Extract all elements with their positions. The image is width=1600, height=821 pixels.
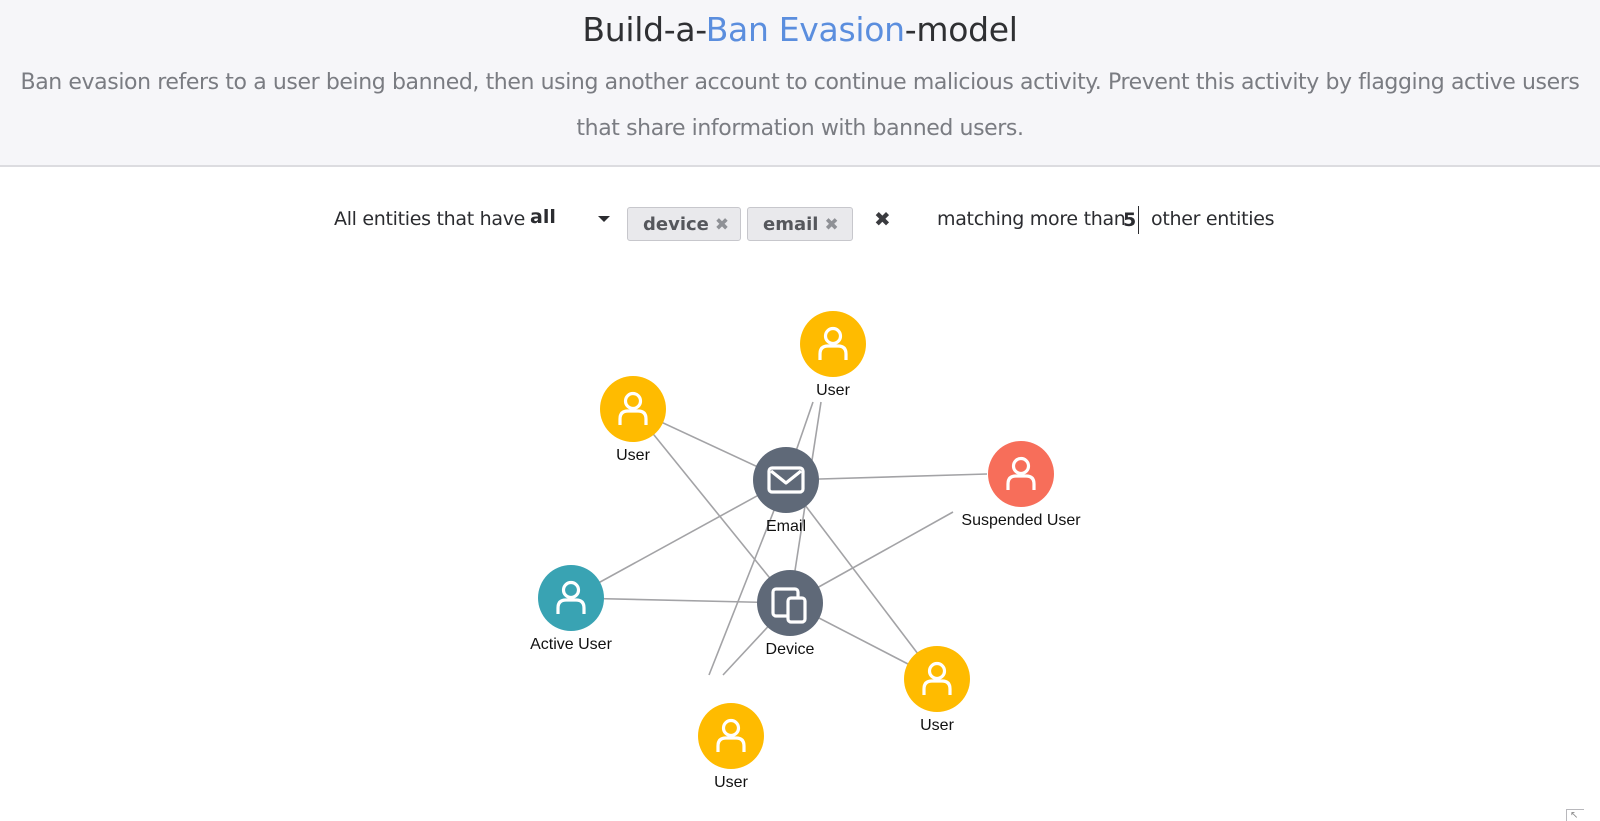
edge-device-user_left bbox=[632, 408, 791, 604]
user-icon bbox=[1006, 456, 1036, 490]
chevron-down-icon bbox=[598, 216, 610, 222]
node-suspended[interactable]: Suspended User bbox=[961, 441, 1081, 529]
match-mode-select[interactable]: all bbox=[530, 206, 614, 234]
edge-device-active bbox=[570, 597, 791, 604]
resize-corner-icon[interactable]: ↖ bbox=[1566, 809, 1584, 821]
tag-label: device bbox=[643, 214, 709, 235]
title-accent: Ban Evasion bbox=[705, 10, 905, 49]
node-label: Active User bbox=[530, 636, 612, 653]
node-user-bottom-right[interactable]: User bbox=[904, 646, 970, 734]
matching-label: matching more than bbox=[937, 208, 1126, 230]
title-suffix: -model bbox=[904, 10, 1018, 49]
node-label: User bbox=[816, 382, 850, 399]
node-circle bbox=[753, 447, 819, 513]
edge-email-active bbox=[570, 479, 787, 599]
node-label: Device bbox=[766, 641, 815, 658]
edge-email-user_bottom bbox=[708, 479, 787, 676]
user-icon bbox=[556, 580, 586, 614]
tag-label: email bbox=[763, 214, 819, 235]
page-title: Build-a-Ban Evasion-model bbox=[0, 10, 1600, 49]
edge-email-user_bottom_right bbox=[785, 479, 938, 680]
tag-email[interactable]: email✖ bbox=[747, 207, 853, 241]
remove-tag-icon[interactable]: ✖ bbox=[714, 215, 730, 235]
title-prefix: Build-a- bbox=[582, 10, 706, 49]
node-label: Email bbox=[766, 518, 806, 535]
node-user-top[interactable]: User bbox=[800, 311, 866, 399]
node-user-bottom[interactable]: User bbox=[698, 703, 764, 791]
node-label: User bbox=[616, 447, 650, 464]
node-label: Suspended User bbox=[961, 512, 1081, 529]
filter-bar: All entities that have all device✖ email… bbox=[0, 196, 1600, 246]
match-mode-value: all bbox=[530, 206, 556, 228]
edges bbox=[570, 401, 988, 680]
tag-device[interactable]: device✖ bbox=[627, 207, 741, 241]
page-description: Ban evasion refers to a user being banne… bbox=[20, 70, 1580, 141]
threshold-input[interactable] bbox=[1123, 206, 1139, 234]
node-email[interactable]: Email bbox=[753, 447, 819, 535]
filter-suffix-label: other entities bbox=[1151, 208, 1275, 230]
devices-icon bbox=[771, 587, 807, 624]
node-label: User bbox=[920, 717, 954, 734]
node-label: User bbox=[714, 774, 748, 791]
node-device[interactable]: Device bbox=[757, 570, 823, 658]
remove-tag-icon[interactable]: ✖ bbox=[824, 215, 839, 235]
user-icon bbox=[922, 661, 952, 695]
node-active[interactable]: Active User bbox=[530, 565, 613, 653]
user-icon bbox=[716, 718, 746, 752]
filter-prefix-label: All entities that have bbox=[334, 208, 526, 230]
edge-email-suspended bbox=[785, 473, 988, 481]
clear-tags-icon[interactable]: ✖ bbox=[874, 207, 891, 231]
envelope-icon bbox=[767, 466, 805, 494]
user-icon bbox=[618, 391, 648, 425]
node-user-left[interactable]: User bbox=[600, 376, 666, 464]
user-icon bbox=[818, 326, 848, 360]
page-header: Build-a-Ban Evasion-model Ban evasion re… bbox=[0, 0, 1600, 167]
